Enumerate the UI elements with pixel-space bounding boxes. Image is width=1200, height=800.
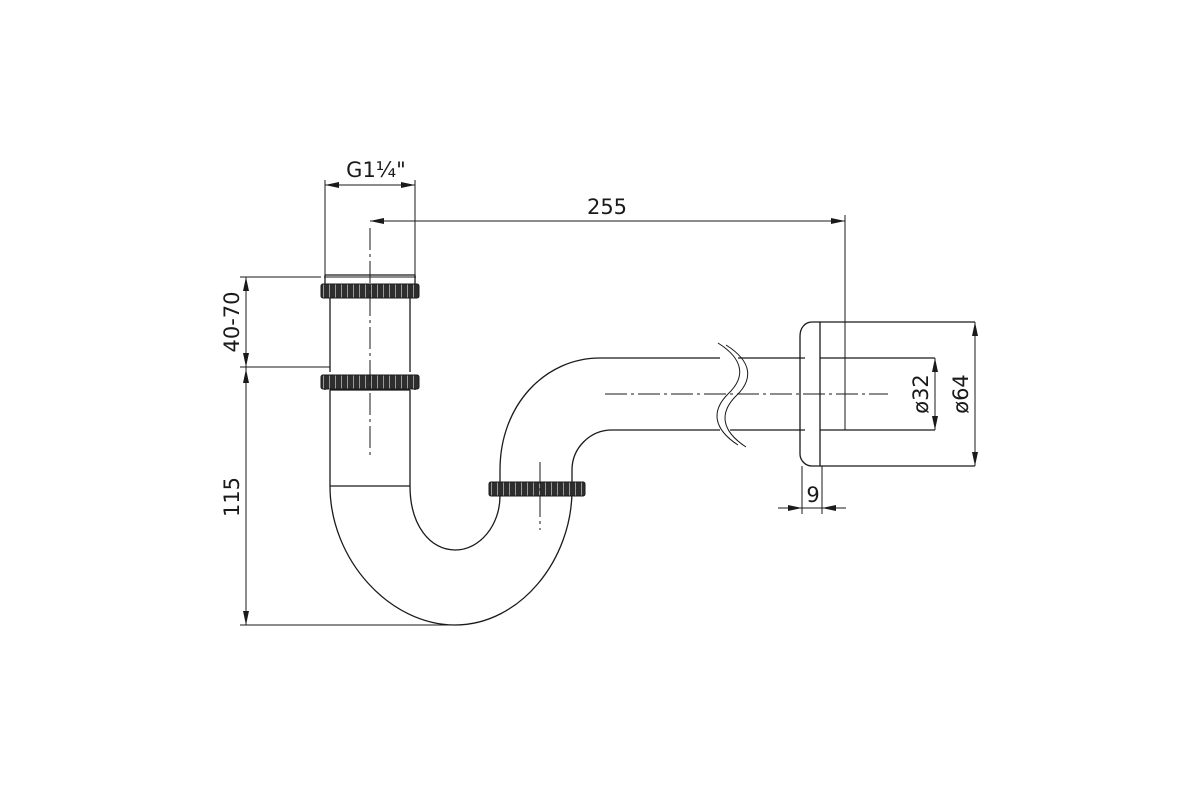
dimension-thread: G1¼": [324, 158, 416, 275]
dimension-pipe-diameter: ø32: [909, 358, 938, 430]
siphon-body: [324, 274, 975, 626]
upper-bend-outer: [571, 429, 720, 482]
u-bend-outer: [329, 485, 573, 626]
dimension-depth: 115: [220, 367, 455, 626]
u-bend-inner: [409, 485, 501, 551]
outlet-pipe: [730, 357, 805, 431]
dimension-offset: 255: [370, 195, 846, 430]
wall-plane: [820, 321, 975, 467]
dimension-height-adjust: 40-70: [220, 276, 330, 368]
wall-rosette: [799, 321, 821, 467]
upper-bend-inner: [499, 357, 720, 482]
pipe-diameter-label: ø32: [909, 374, 933, 414]
bend-nut: [488, 481, 586, 497]
break-line-right: [724, 344, 749, 448]
offset-label: 255: [587, 195, 627, 219]
rosette-thickness-label: 9: [806, 483, 819, 507]
height-adjust-label: 40-70: [220, 291, 244, 352]
center-lines: [369, 228, 888, 530]
rosette-diameter-label: ø64: [949, 374, 973, 414]
thread-label: G1¼": [346, 158, 406, 182]
break-line-left: [716, 342, 741, 446]
dimension-rosette-thickness: 9: [778, 466, 846, 514]
depth-label: 115: [220, 477, 244, 517]
dimension-rosette-diameter: ø64: [949, 322, 978, 466]
